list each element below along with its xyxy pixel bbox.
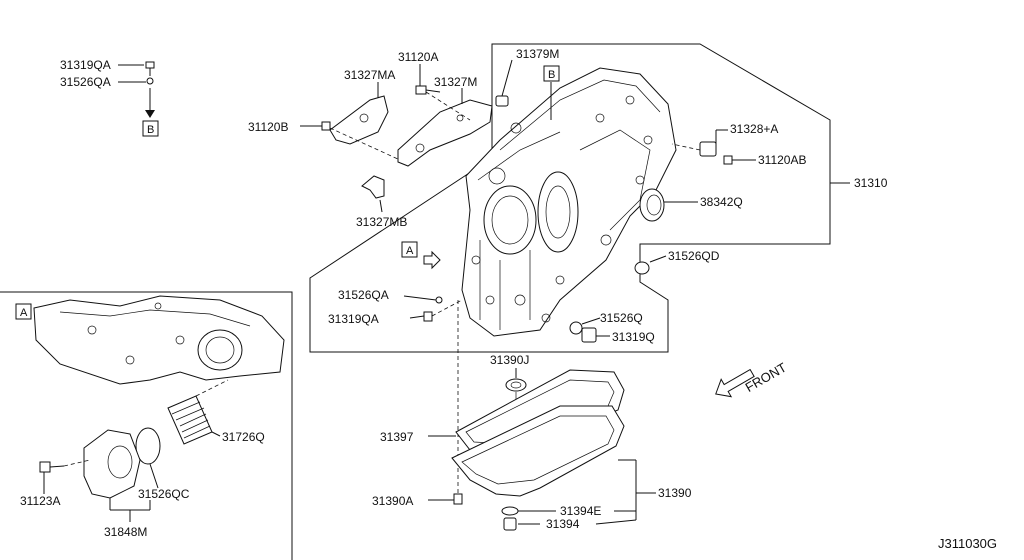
case-group-outline [309,43,831,353]
washer-31526QA-top [146,77,154,85]
label-31120A: 31120A [398,50,438,64]
label-31390J: 31390J [490,353,529,367]
bolt-31120B [321,121,331,131]
bolt-31123A [39,461,65,473]
inset-case-section [33,295,285,385]
label-31328A: 31328+A [730,122,778,136]
label-31319QA-mid: 31319QA [328,312,379,326]
label-31526QD: 31526QD [668,249,720,263]
oil-pan-31390 [451,405,625,497]
label-31397: 31397 [380,430,414,444]
plug-31379M [495,95,509,107]
front-label: FRONT [743,360,789,395]
filter-31726Q [167,395,213,445]
label-31379M: 31379M [516,47,559,61]
magnet-31390J [505,378,527,392]
label-31390: 31390 [658,486,692,500]
label-31394: 31394 [546,517,580,531]
bracket-31327MA [329,95,389,145]
bolt-31319QA-top [145,61,155,76]
callout-A-main: A [406,245,414,257]
washer-31394E [501,506,519,516]
label-31327M: 31327M [434,75,477,89]
label-31390A: 31390A [372,494,413,508]
label-31120B: 31120B [248,120,288,134]
inset-frame [0,291,293,560]
callout-B-case: B [548,69,555,81]
label-31526QC: 31526QC [138,487,190,501]
washer-31526QA-mid [435,296,443,304]
label-31120AB: 31120AB [758,153,807,167]
arrow-A-to-case [423,250,441,270]
bracket-31327MB [361,175,385,199]
label-31327MA: 31327MA [344,68,395,82]
label-31310: 31310 [854,176,888,190]
bracket-31327M [397,99,493,167]
callout-A-inset: A [20,307,28,319]
label-31526QA-top: 31526QA [60,75,111,89]
label-31319QA-top: 31319QA [60,58,111,72]
label-31848M: 31848M [104,525,147,539]
label-31394E: 31394E [560,504,601,518]
label-38342Q: 38342Q [700,195,743,209]
callout-box-B-case [543,65,560,82]
arrow-to-B-top [145,88,155,118]
bolt-31319QA-mid [423,311,433,322]
callout-B-top: B [147,124,154,136]
cover-31848M [83,429,141,499]
callout-box-A-inset [15,303,32,320]
label-31526QA-mid: 31526QA [338,288,389,302]
bolt-31120AB [723,155,733,165]
label-31526Q: 31526Q [600,311,643,325]
label-31123A: 31123A [20,494,60,508]
bolt-31120A [415,85,441,95]
plug-31319Q [581,327,597,343]
bolt-31390A [453,493,463,505]
sensor-31328A [699,130,717,157]
label-31726Q: 31726Q [222,430,265,444]
label-31327MB: 31327MB [356,215,407,229]
washer-31526Q [569,321,583,335]
callout-box-A-main [401,241,418,258]
label-31319Q: 31319Q [612,330,655,344]
oring-31526QC [135,427,161,465]
callout-box-B-top [142,120,159,137]
transmission-case-31310 [461,67,677,337]
front-arrow-icon [715,368,755,398]
drain-plug-31394 [503,517,517,531]
diagram-id: J311030G [938,536,997,551]
oring-31526QD [634,261,650,275]
seal-38342Q [639,188,665,222]
